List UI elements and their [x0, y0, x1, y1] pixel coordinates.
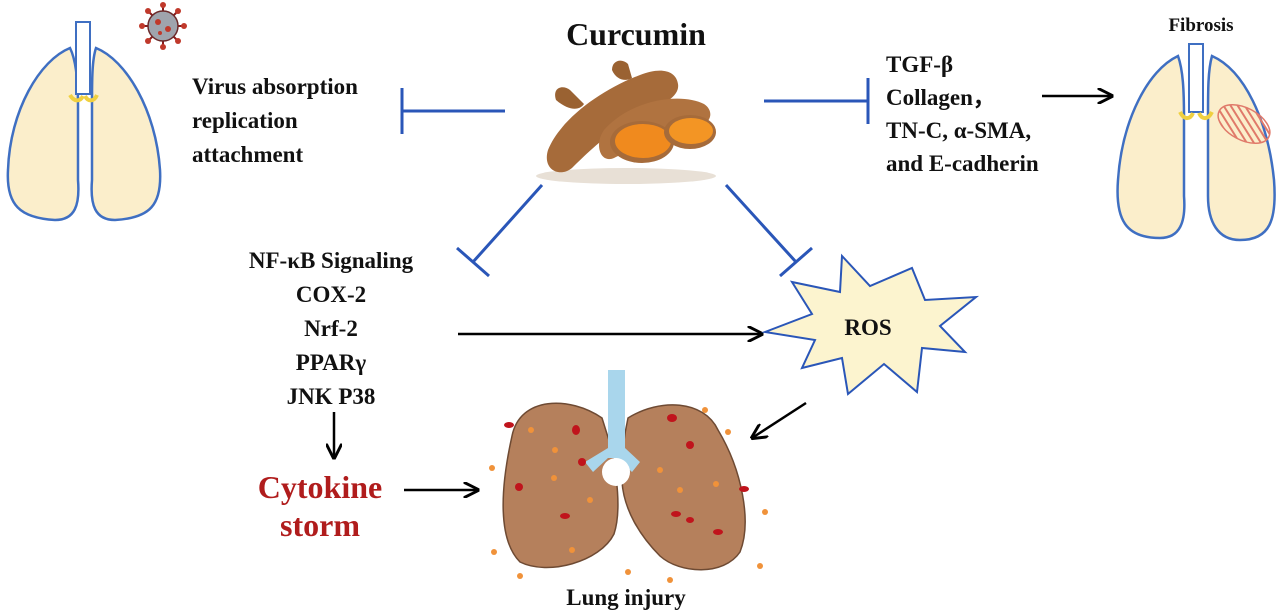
- lung-injury-label: Lung injury: [566, 585, 686, 610]
- cytokine-storm-label: Cytokine storm: [258, 468, 382, 544]
- pathway-ppar-gamma: PPARγ: [295, 350, 367, 375]
- inhibit-fibrosis-line: [764, 78, 870, 124]
- curcumin-title: Curcumin: [566, 16, 706, 52]
- healthy-lung-left: [6, 21, 162, 222]
- injured-lung: [489, 370, 768, 583]
- arrow-ros-to-lung: [752, 401, 807, 438]
- fibrotic-tissue: [1217, 103, 1271, 145]
- virus-effect-attachment: attachment: [192, 142, 304, 167]
- turmeric-root-image: [536, 60, 716, 184]
- factor-tnc-asma: TN-C, α-SMA,: [886, 118, 1032, 143]
- pathway-nf-kb: NF-κB Signaling: [248, 248, 414, 273]
- virus-effect-absorption: Virus absorption: [192, 74, 358, 99]
- ros-starburst: [761, 253, 980, 396]
- cytokine-word: Cytokine: [257, 469, 383, 505]
- ros-label: ROS: [844, 315, 892, 340]
- fibrosis-factors-label: TGF-β Collagen， TN-C, α-SMA, and E-cadhe…: [886, 48, 1039, 180]
- factor-e-cadherin: and E-cadherin: [886, 151, 1039, 176]
- virus-effects-label: Virus absorption replication attachment: [192, 70, 358, 172]
- pathway-cox-2: COX-2: [295, 282, 367, 307]
- pathway-nrf-2: Nrf-2: [304, 316, 358, 341]
- inhibit-ros-line: [724, 183, 813, 278]
- factor-collagen: Collagen，: [886, 85, 996, 110]
- fibrosis-lung: [1116, 43, 1276, 242]
- storm-word: storm: [280, 507, 360, 543]
- fibrosis-label: Fibrosis: [1168, 15, 1234, 36]
- inhibit-virus-line: [400, 88, 505, 134]
- inhibit-signaling-line: [456, 183, 544, 278]
- virus-icon: [139, 2, 187, 50]
- signaling-pathways-label: NF-κB Signaling COX-2 Nrf-2 PPARγ JNK P3…: [249, 244, 413, 414]
- virus-effect-replication: replication: [192, 108, 298, 133]
- factor-tgf-beta: TGF-β: [886, 52, 954, 77]
- pathway-jnk-p38: JNK P38: [286, 384, 376, 409]
